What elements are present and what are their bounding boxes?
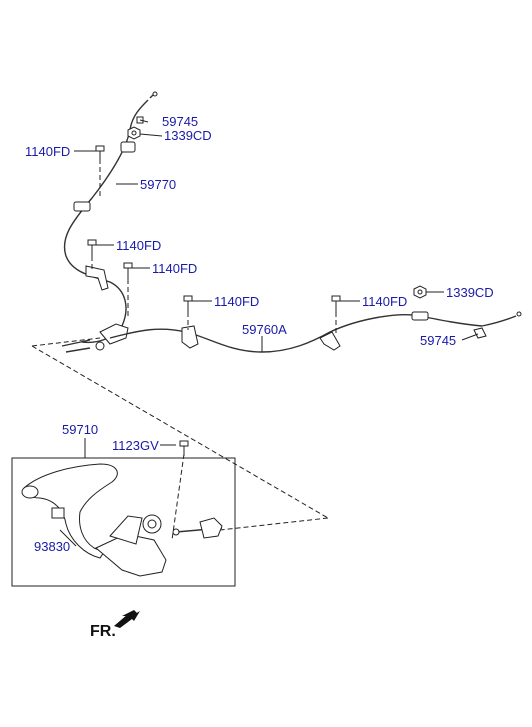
cable-bracket-lower <box>85 265 109 291</box>
front-arrow <box>114 610 140 628</box>
front-direction-label: FR. <box>90 623 116 640</box>
rear-cable-bracket-1 <box>181 325 199 349</box>
reference-dashed-lines <box>31 151 337 541</box>
label-1339cd-top: 1339CD <box>164 128 212 143</box>
switch-93830 <box>51 507 65 519</box>
label-59745-right: 59745 <box>420 333 456 348</box>
rear-cable-end-fitting <box>411 311 429 321</box>
leader-lines <box>59 119 479 547</box>
label-1140fd-b: 1140FD <box>116 238 161 253</box>
bolt-1140fd-b <box>87 239 97 256</box>
clip-59745-right <box>473 327 487 339</box>
bolt-1140fd-c <box>123 262 133 279</box>
label-59745-top: 59745 <box>162 114 198 129</box>
lever-assembly-frame <box>11 457 236 587</box>
label-1140fd-c: 1140FD <box>152 261 197 276</box>
label-93830: 93830 <box>34 539 70 554</box>
label-1339cd-right: 1339CD <box>446 285 494 300</box>
equalizer-end <box>99 323 129 345</box>
rear-cable-bracket-2 <box>319 331 341 351</box>
cable-bracket-top <box>120 141 136 153</box>
label-59760a: 59760A <box>242 322 287 337</box>
label-1140fd-e: 1140FD <box>362 294 407 309</box>
front-cable-59770 <box>61 91 158 353</box>
label-1123gv: 1123GV <box>112 438 159 453</box>
parking-brake-lever-59710 <box>21 440 223 577</box>
label-1140fd-a: 1140FD <box>25 144 70 159</box>
bolt-1140fd-e <box>331 295 341 312</box>
bolt-1140fd-d <box>183 295 193 312</box>
label-59770: 59770 <box>140 177 176 192</box>
cable-clip-mid <box>73 201 91 212</box>
nut-1339cd-top <box>127 126 141 140</box>
label-1140fd-d: 1140FD <box>214 294 259 309</box>
label-59710: 59710 <box>62 422 98 437</box>
rear-cable-59760a <box>109 311 522 353</box>
nut-1339cd-right <box>413 285 427 299</box>
